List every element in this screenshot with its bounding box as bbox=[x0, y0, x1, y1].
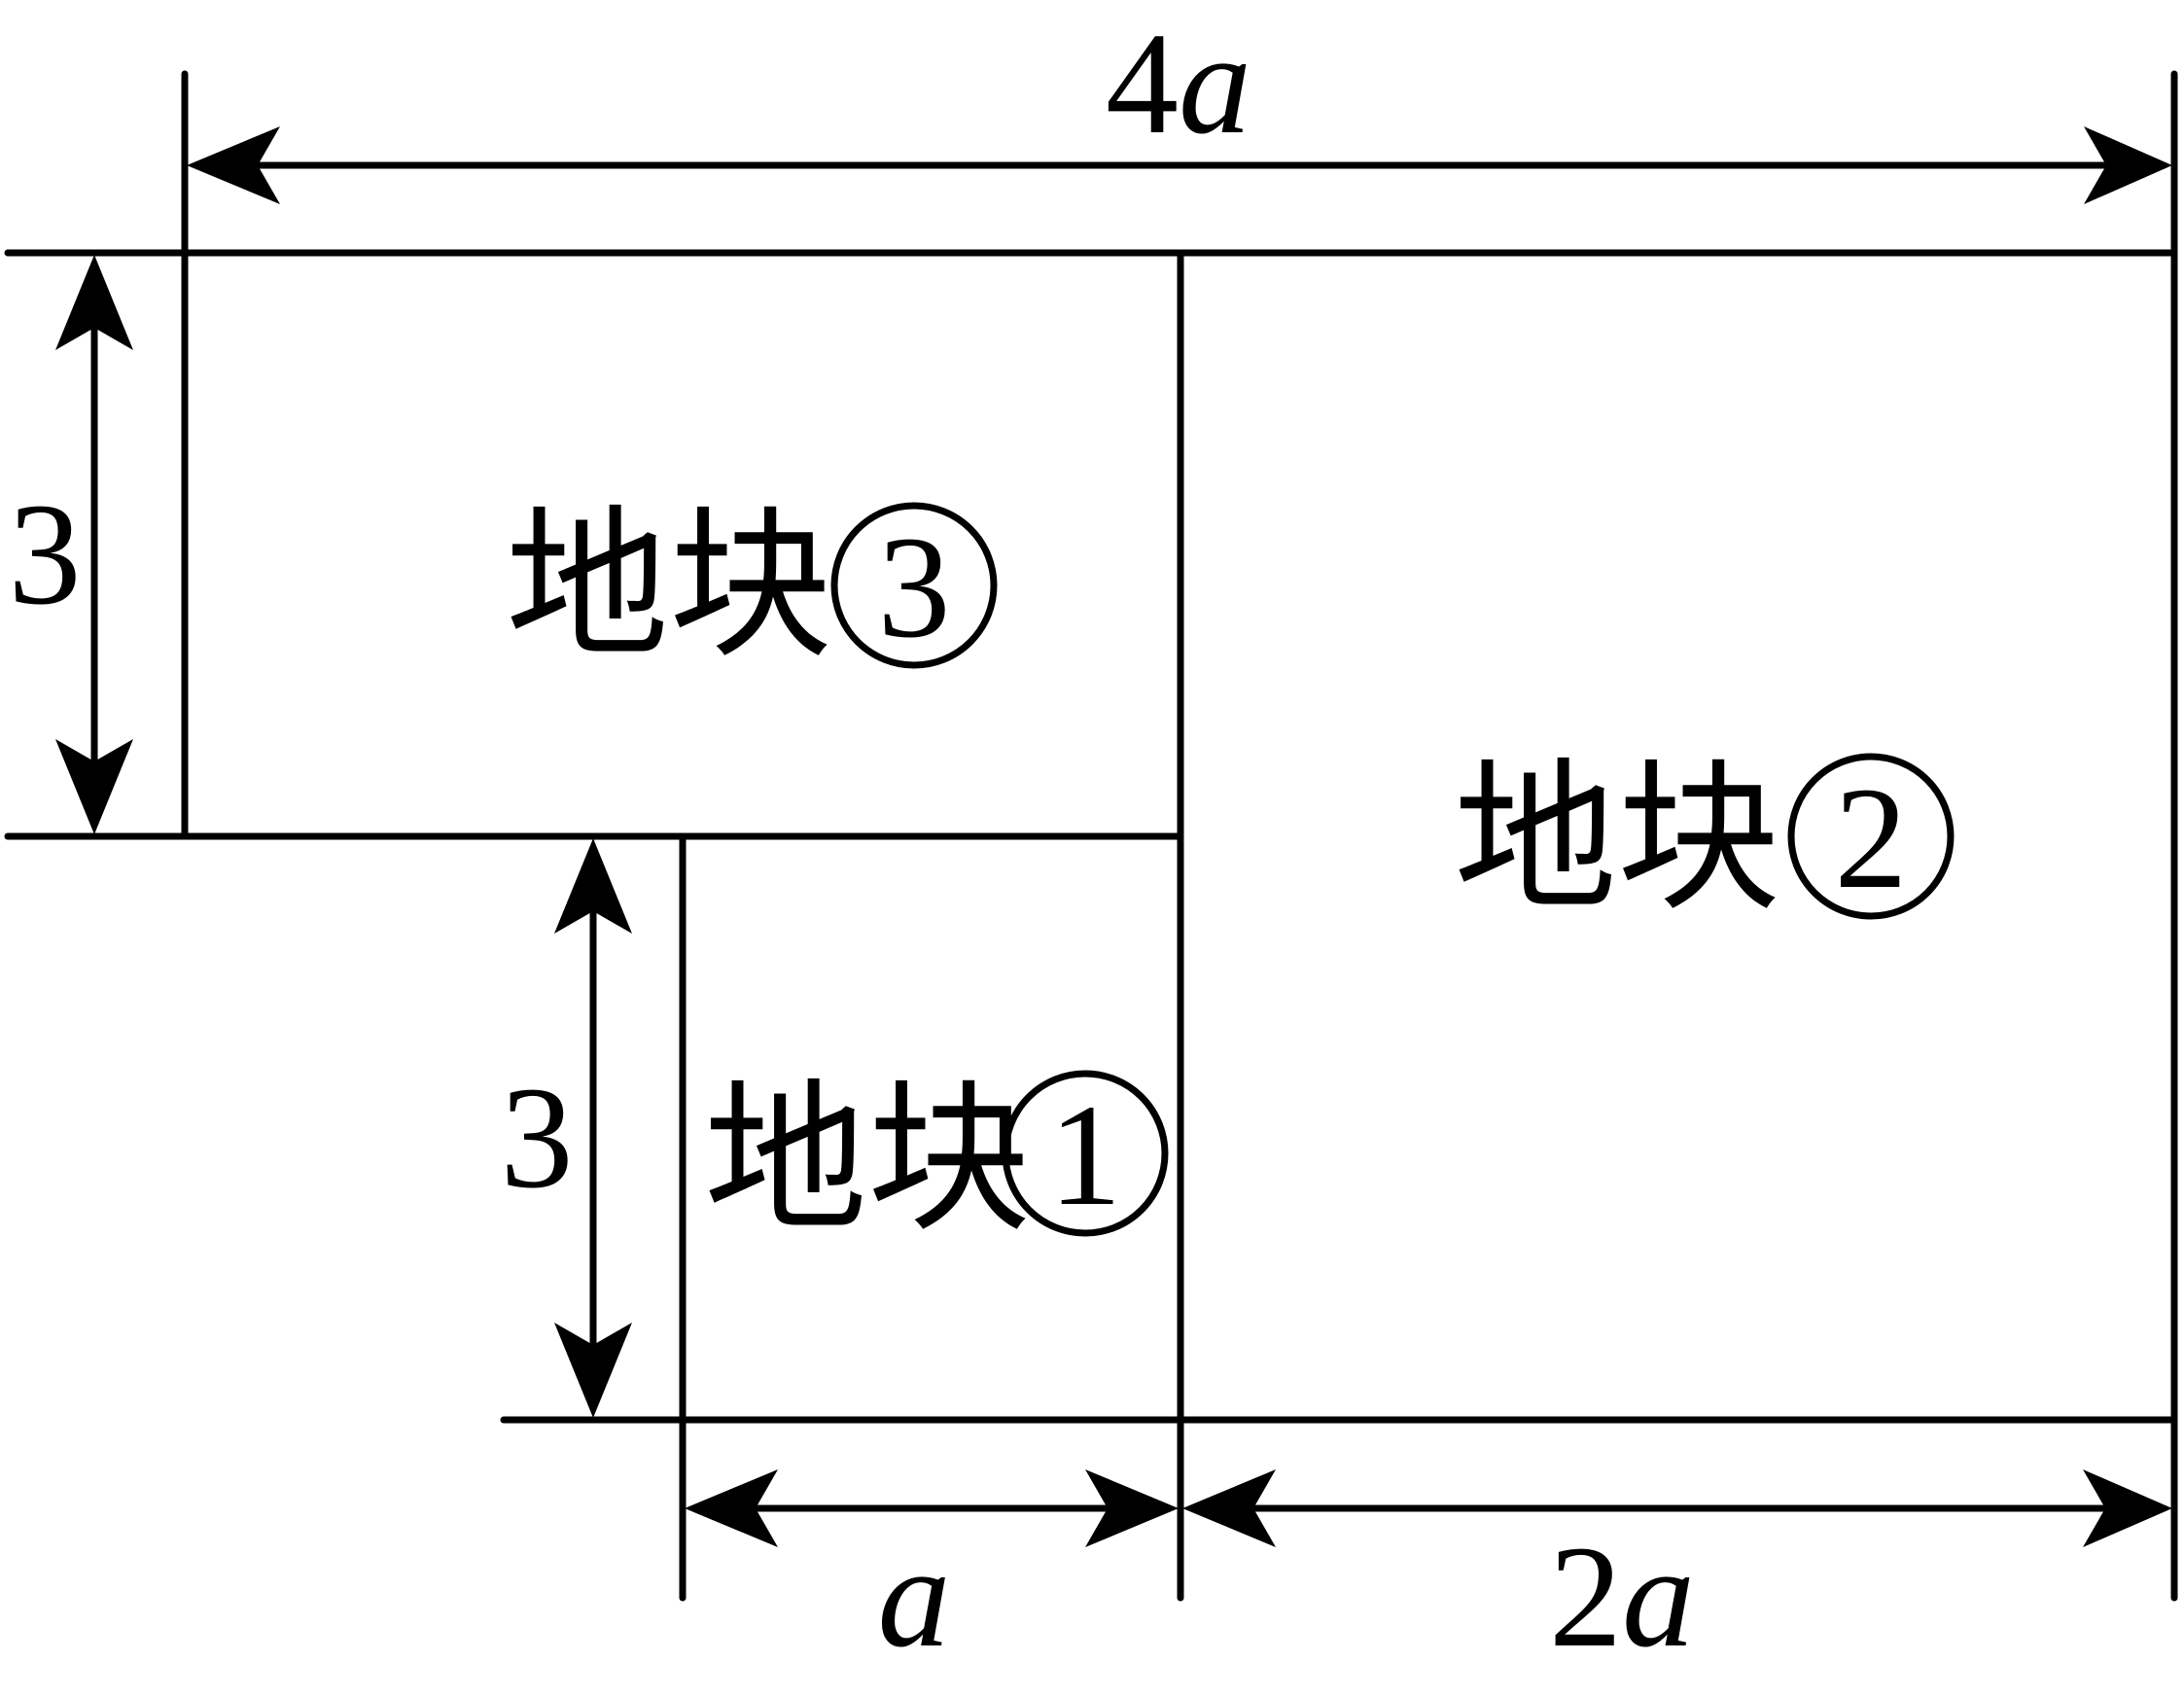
plot-2-text: 地块 bbox=[1454, 750, 1780, 931]
plot-1-text: 地块 bbox=[704, 1071, 1031, 1252]
plot-2-digit: 2 bbox=[1835, 758, 1908, 919]
plot-3-text: 地块 bbox=[506, 497, 832, 678]
plot-2-label: 地块 ② 2 bbox=[1454, 750, 1955, 931]
plot-3-number-circle bbox=[830, 502, 998, 669]
middle-height-arrow-bottom bbox=[554, 1323, 632, 1418]
dimension-middle-height: 3 bbox=[501, 838, 632, 1418]
middle-height-label: 3 bbox=[501, 1057, 574, 1219]
left-height-arrow-top bbox=[55, 255, 133, 350]
plot-3-digit: 3 bbox=[878, 507, 951, 668]
bottom-left-width-var: a bbox=[878, 1516, 951, 1678]
boundary-lines bbox=[4, 70, 2178, 1602]
bottom-right-width-var: a bbox=[1622, 1516, 1695, 1678]
plot-2-number-circle bbox=[1787, 753, 1955, 920]
bottom-right-width-label: 2a bbox=[1549, 1516, 1695, 1678]
bottom-right-width-arrow-right bbox=[2083, 1469, 2172, 1547]
dimension-bottom-left-width: a bbox=[685, 1469, 1179, 1678]
plot-1-number-circle bbox=[1002, 1070, 1169, 1237]
plot-3-label: 地块 ③ 3 bbox=[506, 497, 998, 678]
top-width-var: a bbox=[1179, 3, 1251, 164]
bottom-left-width-arrow-right bbox=[1085, 1469, 1179, 1547]
bottom-left-width-label: a bbox=[878, 1516, 951, 1678]
dimension-top-width: 4a bbox=[187, 3, 2172, 204]
top-width-arrow-right bbox=[2084, 126, 2172, 204]
plot-1-label: 地块 ① 1 bbox=[704, 1070, 1169, 1252]
middle-height-arrow-top bbox=[554, 838, 632, 934]
top-width-coef: 4 bbox=[1106, 3, 1179, 164]
left-height-arrow-bottom bbox=[55, 739, 133, 834]
bottom-right-width-arrow-left bbox=[1182, 1469, 1276, 1547]
dimension-left-height: 3 bbox=[9, 255, 133, 834]
top-width-label: 4a bbox=[1106, 3, 1251, 164]
plot-1-digit: 1 bbox=[1049, 1075, 1122, 1236]
left-height-label: 3 bbox=[9, 474, 82, 635]
top-width-arrow-left bbox=[187, 126, 280, 204]
bottom-left-width-arrow-left bbox=[685, 1469, 778, 1547]
bottom-right-width-coef: 2 bbox=[1549, 1516, 1622, 1678]
dimension-bottom-right-width: 2a bbox=[1182, 1469, 2172, 1678]
